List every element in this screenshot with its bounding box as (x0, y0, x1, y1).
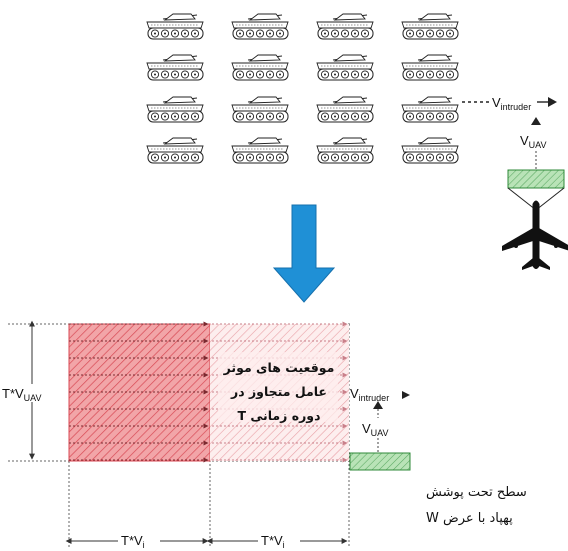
width-label-2: T*Vi (261, 533, 285, 550)
tank-icon (316, 13, 374, 40)
bottom-v-uav-label: VUAV (362, 421, 389, 438)
tank-icon (146, 96, 204, 123)
uav-with-footprint (502, 169, 568, 270)
tank-icon (231, 13, 289, 40)
width-dimension-2: T*Vi (206, 531, 348, 550)
tank-icon (231, 96, 289, 123)
top-uav-velocity: VUAV (520, 117, 547, 170)
center-text-line-2: عامل متجاوز در (230, 384, 327, 399)
tank-icon (316, 137, 374, 164)
tank-icon (146, 13, 204, 40)
tank-icon (231, 54, 289, 81)
bottom-intruder-velocity: Vintruder (350, 386, 410, 403)
tank-icon (401, 96, 459, 123)
tank-icon (316, 54, 374, 81)
top-v-intruder-label: Vintruder (492, 95, 531, 112)
airplane-icon (502, 200, 568, 270)
width-label-1: T*Vi (121, 533, 145, 550)
top-v-uav-label: VUAV (520, 133, 547, 150)
width-dimension-1: T*Vi (65, 531, 209, 550)
tank-icon (401, 54, 459, 81)
tank-icon (231, 137, 289, 164)
tank-icon (401, 13, 459, 40)
bottom-uav-velocity: VUAV (362, 401, 389, 453)
tank-icon (401, 137, 459, 164)
arrow-up-icon (373, 401, 383, 409)
tank-formation (146, 13, 459, 164)
center-text-line-1: موقعیت های موثر (223, 360, 335, 375)
down-arrow-icon (272, 204, 336, 303)
tank-icon (146, 137, 204, 164)
arrow-right-icon (548, 97, 557, 107)
top-intruder-velocity: Vintruder (462, 95, 557, 112)
coverage-description: سطح تحت پوشش پهپاد با عرض W (426, 485, 527, 526)
coverage-text-line-1: سطح تحت پوشش (426, 485, 527, 500)
center-text-line-3: دوره زمانی T (238, 408, 321, 423)
height-dimension: T*VUAV (0, 320, 56, 460)
arrow-up-icon (531, 117, 541, 125)
tank-icon (146, 54, 204, 81)
height-label: T*VUAV (2, 386, 42, 403)
arrow-right-icon (402, 391, 410, 399)
bottom-v-intruder-label: Vintruder (350, 386, 389, 403)
effective-positions-text: موقعیت های موثر عامل متجاوز در دوره زمان… (218, 352, 338, 423)
uav-footprint (507, 169, 565, 189)
uav-coverage-strip (349, 452, 411, 471)
coverage-text-line-2: پهپاد با عرض W (426, 511, 513, 526)
tank-icon (316, 96, 374, 123)
